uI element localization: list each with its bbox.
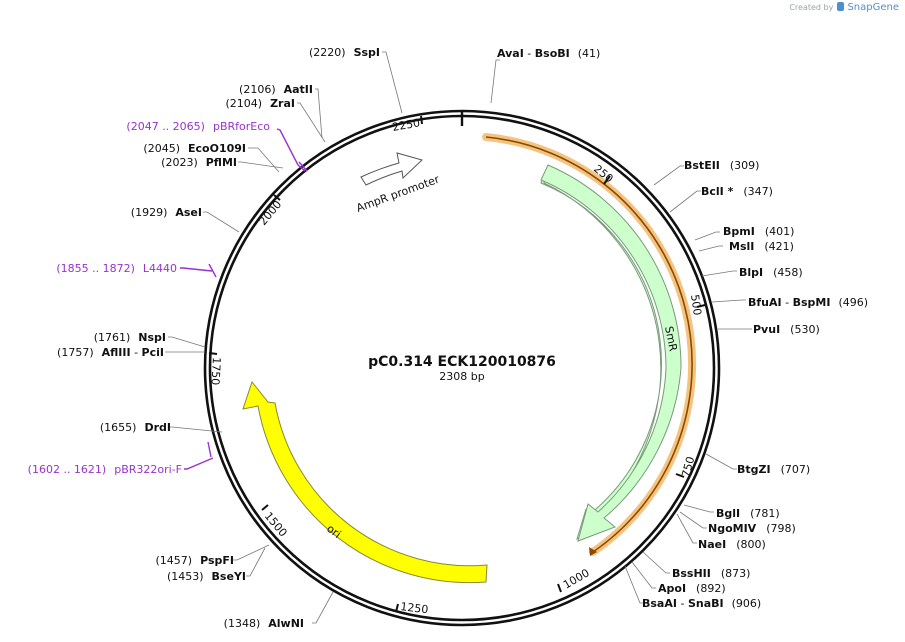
- site-zrai[interactable]: (2104)ZraI: [226, 97, 296, 110]
- position-ticks: [208, 115, 706, 613]
- right-leader-lines: [490, 59, 752, 604]
- site-alwni[interactable]: (1348)AlwNI: [224, 617, 304, 630]
- orange-feature-arrowhead: [589, 547, 597, 556]
- credit-brand: SnapGene: [847, 2, 899, 13]
- site-nspi[interactable]: (1761)NspI: [94, 331, 166, 344]
- site-bsteii[interactable]: BstEII(309): [684, 159, 759, 172]
- credit-prefix: Created by: [789, 3, 834, 12]
- backbone-outer-ring: [203, 109, 721, 627]
- smr-feature-arrow[interactable]: [540, 164, 662, 541]
- site-aatii[interactable]: (2106)AatII: [239, 83, 313, 96]
- site-pspfi[interactable]: (1457)PspFI: [156, 554, 234, 567]
- plasmid-length: 2308 bp: [439, 370, 484, 383]
- tick-label-1750: 1750: [209, 357, 223, 386]
- site-pflmi[interactable]: (2023)PflMI: [161, 156, 237, 169]
- site-label-bsobi: BsoBI: [535, 47, 570, 60]
- site-apoi[interactable]: ApoI(892): [658, 582, 726, 595]
- primer-pbrforeco[interactable]: (2047 .. 2065)pBRforEco: [126, 120, 270, 133]
- primer-l4440[interactable]: (1855 .. 1872)L4440: [56, 262, 177, 275]
- site-blpi[interactable]: BlpI(458): [739, 266, 803, 279]
- site-pos: (41): [578, 47, 601, 60]
- site-bgli[interactable]: BglI(781): [716, 507, 780, 520]
- site-bsaai-snabi[interactable]: BsaAI - SnaBI(906): [642, 597, 761, 610]
- tick-label-2250: 2250: [391, 116, 421, 134]
- site-bseyi[interactable]: (1453)BseYI: [167, 570, 246, 583]
- tick-label-500: 500: [688, 294, 704, 317]
- orange-feature-line: [485, 136, 693, 553]
- site-bpmi[interactable]: BpmI(401): [723, 225, 794, 238]
- ori-feature-arrow[interactable]: [242, 380, 488, 584]
- site-sspi[interactable]: (2220)SspI: [309, 46, 380, 59]
- site-ngomiv[interactable]: NgoMIV(798): [708, 522, 796, 535]
- site-bfuai-bspmi[interactable]: BfuAI - BspMI(496): [748, 296, 868, 309]
- plasmid-name: pC0.314 ECK120010876: [368, 354, 556, 370]
- site-avai-bsobi[interactable]: AvaI - BsoBI (41): [497, 47, 600, 60]
- site-sep: -: [524, 47, 535, 60]
- site-asei[interactable]: (1929)AseI: [131, 206, 202, 219]
- smr-label: SmR: [662, 325, 680, 353]
- site-bcli[interactable]: BclI *(347): [701, 185, 773, 198]
- site-naei[interactable]: NaeI(800): [698, 538, 766, 551]
- site-ecoo109i[interactable]: (2045)EcoO109I: [143, 142, 246, 155]
- site-label-avai: AvaI: [497, 47, 524, 60]
- site-bsshii[interactable]: BssHII(873): [672, 567, 750, 580]
- primer-marks: [180, 128, 308, 470]
- site-btgzi[interactable]: BtgZI(707): [737, 463, 810, 476]
- site-drdi[interactable]: (1655)DrdI: [100, 421, 171, 434]
- snapgene-logo-icon: [836, 2, 844, 11]
- ampr-promoter-arrow[interactable]: [360, 152, 423, 186]
- left-leader-lines: [165, 51, 403, 624]
- primer-pbr322ori-f[interactable]: (1602 .. 1621)pBR322ori-F: [28, 463, 182, 476]
- site-msli[interactable]: MslI(421): [729, 240, 794, 253]
- tick-label-1250: 1250: [400, 600, 429, 616]
- site-pvui[interactable]: PvuI(530): [753, 323, 820, 336]
- site-afliii-pcii[interactable]: (1757)AflIII - PciI: [57, 346, 164, 359]
- smr-feature-body[interactable]: [540, 164, 682, 542]
- tick-label-2000: 2000: [256, 198, 284, 228]
- tick-label-750: 750: [679, 455, 697, 479]
- snapgene-credit: Created by SnapGene: [789, 2, 899, 13]
